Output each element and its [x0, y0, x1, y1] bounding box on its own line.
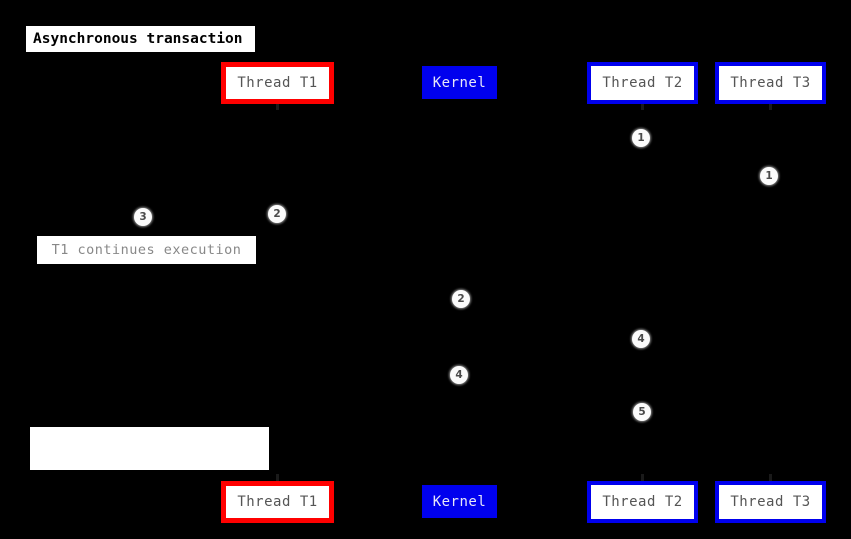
lifeline-label: Kernel: [432, 493, 487, 510]
step-number: 5: [638, 406, 646, 418]
lifeline-label: Thread T2: [602, 75, 683, 91]
step-number: 4: [455, 369, 463, 381]
lifeline-stub: [769, 474, 772, 481]
lifeline-head-t3[interactable]: Thread T3: [715, 62, 826, 104]
note-label: T1 continues execution: [51, 242, 242, 258]
lifeline-stub: [276, 103, 279, 110]
lifeline-foot-t3[interactable]: Thread T3: [715, 481, 826, 523]
lifeline-foot-t1[interactable]: Thread T1: [221, 481, 334, 523]
step-number: 1: [637, 132, 645, 144]
lifeline-foot-kernel[interactable]: Kernel: [422, 485, 497, 518]
badge-t2-5: 5: [633, 403, 651, 421]
lifeline-label: Kernel: [432, 74, 487, 91]
step-number: 2: [273, 208, 281, 220]
lifeline-label: Thread T1: [237, 75, 318, 91]
lifeline-foot-t2[interactable]: Thread T2: [587, 481, 698, 523]
badge-t2-4: 4: [632, 330, 650, 348]
lifeline-label: Thread T3: [730, 494, 811, 510]
lifeline-label: Thread T1: [237, 494, 318, 510]
note-t1-continues: T1 continues execution: [37, 236, 256, 264]
step-number: 3: [139, 211, 147, 223]
lifeline-stub: [769, 103, 772, 110]
lifeline-label: Thread T3: [730, 75, 811, 91]
step-number: 4: [637, 333, 645, 345]
lifeline-stub: [276, 474, 279, 481]
badge-t3-1: 1: [760, 167, 778, 185]
badge-t2-1: 1: [632, 129, 650, 147]
badge-kernel-2: 2: [452, 290, 470, 308]
lifeline-label: Thread T2: [602, 494, 683, 510]
lifeline-head-t2[interactable]: Thread T2: [587, 62, 698, 104]
step-number: 1: [765, 170, 773, 182]
badge-t1-2: 2: [268, 205, 286, 223]
badge-kernel-4: 4: [450, 366, 468, 384]
note-blank: [30, 427, 269, 470]
lifeline-stub: [641, 103, 644, 110]
badge-t1-3: 3: [134, 208, 152, 226]
diagram-title: Asynchronous transaction: [26, 26, 255, 52]
lifeline-head-kernel[interactable]: Kernel: [422, 66, 497, 99]
lifeline-head-t1[interactable]: Thread T1: [221, 62, 334, 104]
lifeline-stub: [641, 474, 644, 481]
step-number: 2: [457, 293, 465, 305]
